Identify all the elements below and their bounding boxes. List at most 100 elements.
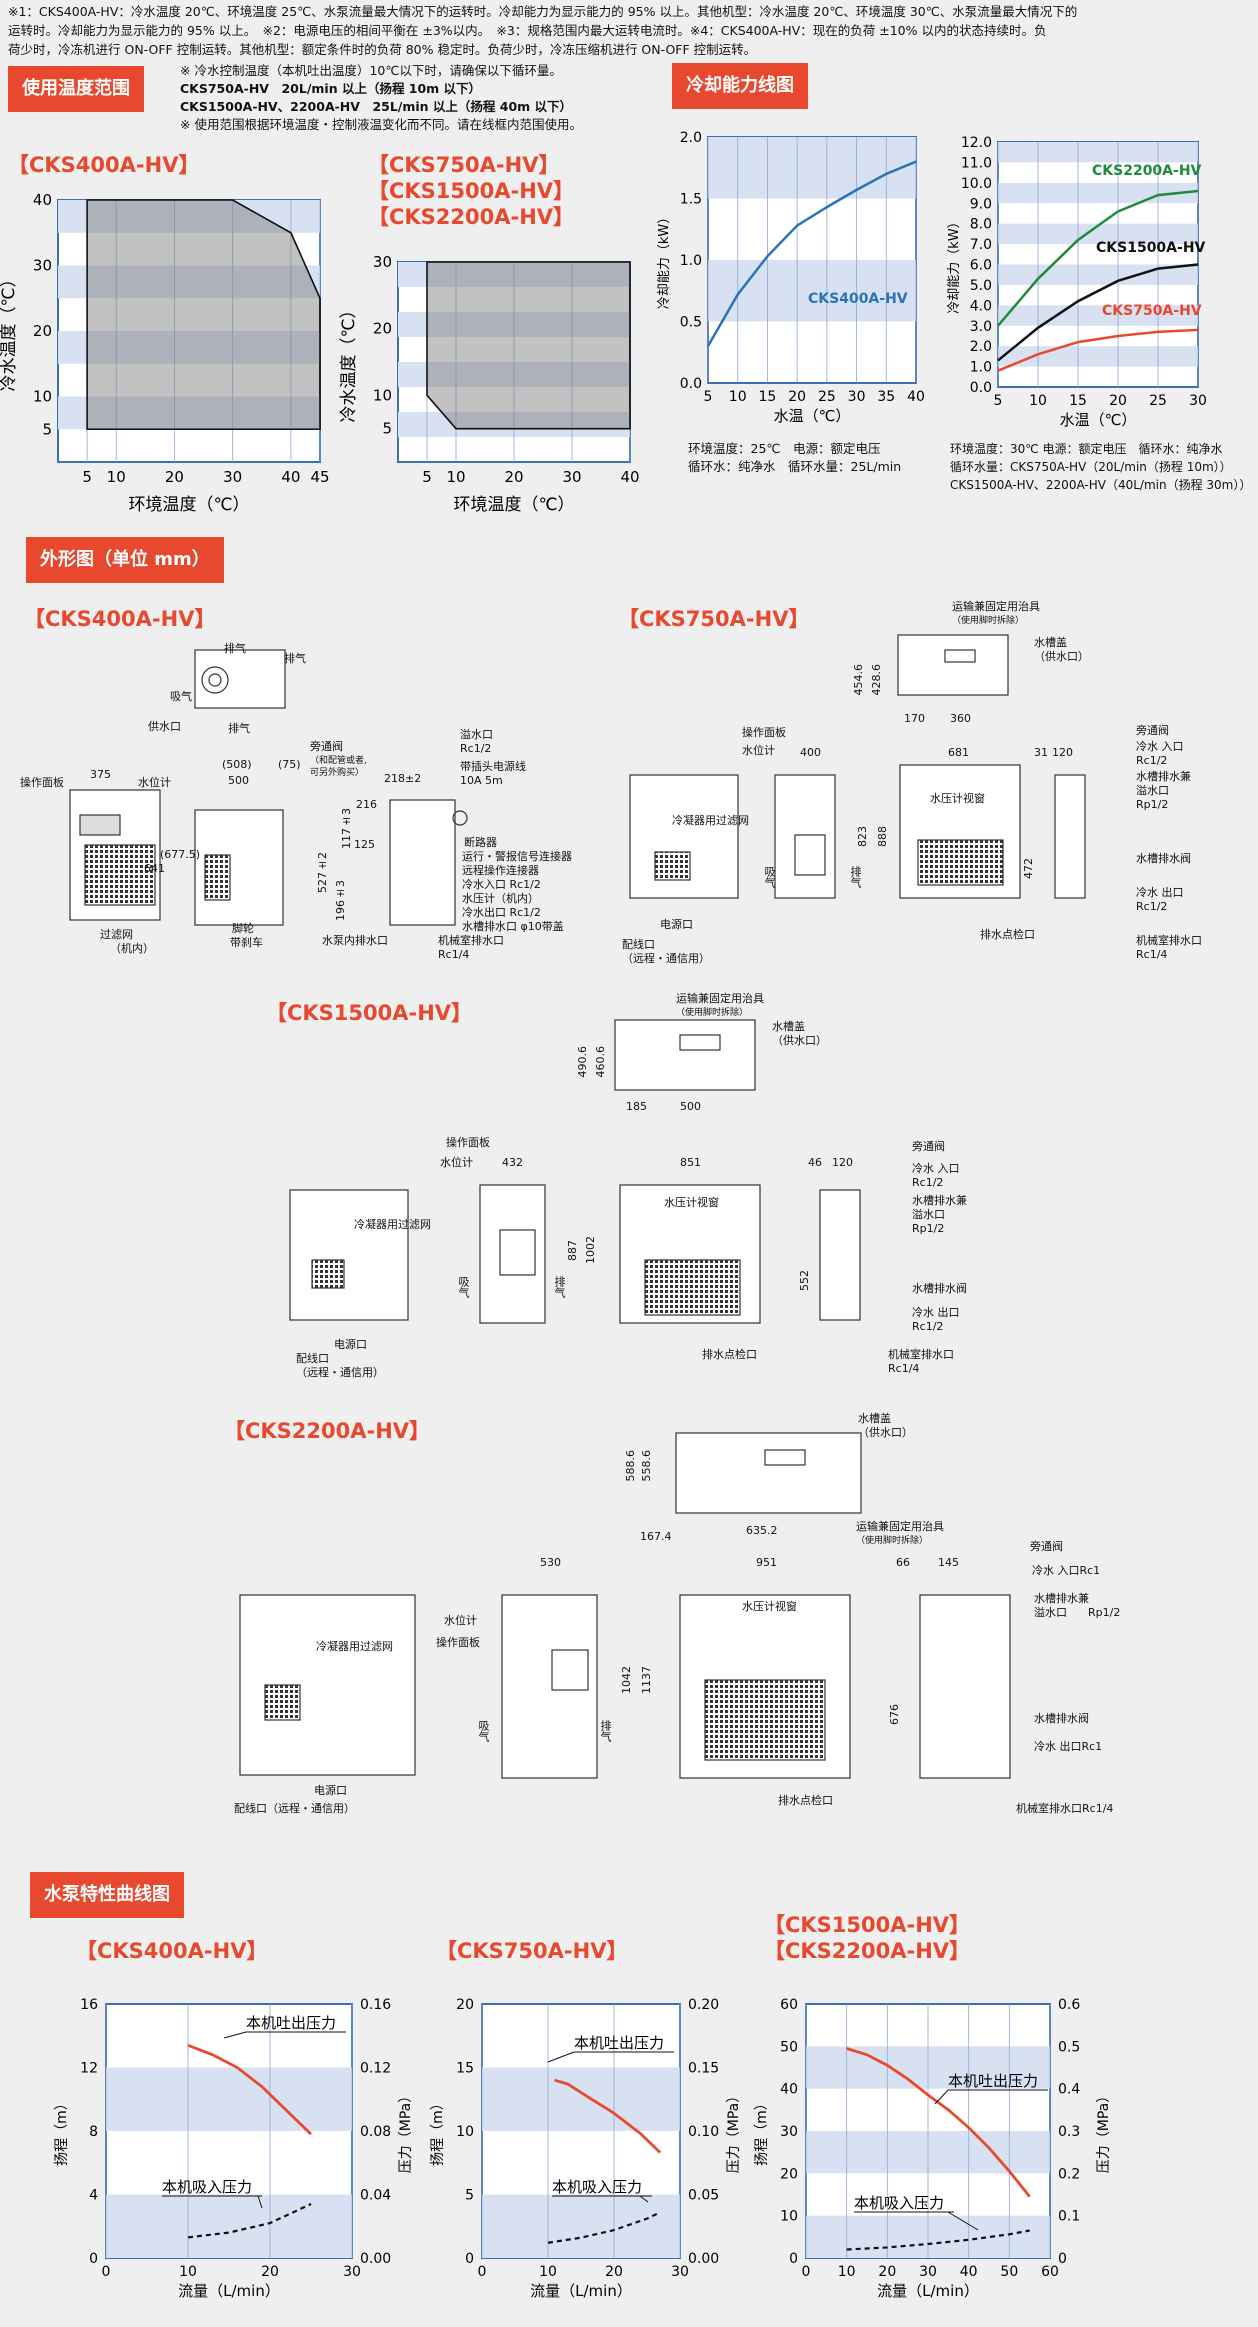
title-line: 【CKS2200A-HV】 xyxy=(368,205,575,229)
label-cw-in: 冷水 入口 xyxy=(1136,740,1184,753)
unit-right-view xyxy=(819,1189,861,1321)
label-cw-out: 冷水 出口Rc1 xyxy=(1034,1740,1103,1753)
band xyxy=(998,223,1198,245)
label-cw-in: 冷水 入口 xyxy=(912,1162,960,1175)
label-drain-check: 排水点检口 xyxy=(778,1794,833,1807)
unit-top-view xyxy=(675,1432,862,1514)
label-exhaust: 排气 xyxy=(599,1720,612,1742)
x-axis-label: 流量（L/min） xyxy=(877,2282,979,2300)
label-caster: 脚轮 xyxy=(232,922,254,935)
label-transport-jig: 运输兼固定用治具 xyxy=(676,992,764,1005)
x-tick-label: 30 xyxy=(848,389,866,405)
label-rc12: Rc1/2 xyxy=(1136,900,1168,913)
label-wiring-port: 配线口（远程・通信用） xyxy=(234,1802,355,1815)
pump-title: 【CKS1500A-HV】 【CKS2200A-HV】 xyxy=(764,1912,970,1964)
outline-drawings xyxy=(69,634,1086,1779)
label-level-gauge: 水位计 xyxy=(440,1156,473,1169)
dim: 635.2 xyxy=(746,1524,778,1537)
x-tick-label: 20 xyxy=(605,2264,623,2280)
x-tick-label: 30 xyxy=(343,2264,361,2280)
x-axis-label: 环境温度（℃） xyxy=(128,495,249,515)
band xyxy=(58,331,320,364)
x-tick-label: 10 xyxy=(729,389,747,405)
band xyxy=(58,265,320,299)
y-tick-label: 40 xyxy=(780,2082,798,2098)
x-tick-label: 15 xyxy=(759,389,777,405)
band xyxy=(998,142,1198,163)
label-power-port: 电源口 xyxy=(314,1784,347,1797)
y2-tick-label: 0.1 xyxy=(1058,2209,1080,2225)
label-bypass: 旁通阀 xyxy=(912,1140,945,1153)
dim: 125 xyxy=(354,838,375,851)
dim: 432 xyxy=(502,1156,523,1169)
label-overflow: 溢水口 xyxy=(1136,784,1169,797)
label-exhaust: 排气 xyxy=(849,866,862,888)
band xyxy=(708,137,916,199)
leader-line xyxy=(934,2089,949,2105)
x-tick-label: 20 xyxy=(788,389,806,405)
y-axis-label: 冷水温度（℃） xyxy=(339,301,359,422)
dim: 558.6 xyxy=(640,1450,653,1482)
label-intake: 吸气 xyxy=(457,1276,470,1298)
y2-tick-label: 0.15 xyxy=(688,2061,719,2077)
x-tick-label: 40 xyxy=(281,468,300,486)
series-label: 本机吸入压力 xyxy=(552,2178,642,2196)
series-line xyxy=(997,263,1199,362)
title-line: 【CKS750A-HV】 xyxy=(368,153,560,177)
band xyxy=(708,260,916,322)
dim: 552 xyxy=(798,1270,811,1291)
label-bypass: 旁通阀 xyxy=(1030,1540,1063,1553)
series-line xyxy=(187,2043,312,2136)
series-line xyxy=(547,2211,661,2244)
x-tick-label: 5 xyxy=(82,468,92,486)
x-tick-label: 35 xyxy=(877,389,895,405)
series-line xyxy=(997,189,1199,327)
x-tick-label: 20 xyxy=(878,2264,896,2280)
band xyxy=(998,346,1198,367)
x-tick-label: 10 xyxy=(446,468,465,486)
label-rp12: Rp1/2 xyxy=(1136,798,1169,811)
label-exhaust: 排气 xyxy=(553,1276,566,1298)
y-tick-label: 10 xyxy=(780,2209,798,2225)
y2-tick-label: 0.16 xyxy=(360,1997,391,2013)
label-tank-drain-overflow: 水槽排水兼 xyxy=(912,1194,967,1207)
label-rc12: Rc1/2 xyxy=(912,1320,944,1333)
y-tick-label: 30 xyxy=(373,253,392,271)
chart-title: 【CKS400A-HV】 xyxy=(8,153,200,177)
dim: 185 xyxy=(626,1100,647,1113)
chart-title: 【CKS750A-HV】 【CKS1500A-HV】 【CKS2200A-HV】 xyxy=(368,152,574,230)
footnote-line: 运转时。冷却能力为显示能力的 95% 以上。 ※2：电源电压的相间平衡在 ±3%… xyxy=(8,23,1047,38)
dim: 500 xyxy=(680,1100,701,1113)
y2-tick-label: 0.00 xyxy=(688,2251,719,2267)
label-tank-drain-overflow: 水槽排水兼 xyxy=(1136,770,1191,783)
y-tick-label: 4.0 xyxy=(970,298,992,314)
label-run-alarm-connector: 运行・警报信号连接器 xyxy=(462,850,572,863)
x-axis-label: 水温（℃） xyxy=(1060,411,1137,429)
dim: 681 xyxy=(948,746,969,759)
footnotes: ※1：CKS400A-HV：冷水温度 20℃、环境温度 25℃、水泵流量最大情况… xyxy=(8,2,1248,59)
label-tank-cover: 水槽盖 xyxy=(1034,636,1067,649)
dim: (75) xyxy=(278,758,301,771)
y2-tick-label: 0.2 xyxy=(1058,2166,1080,2182)
band xyxy=(58,396,320,430)
y2-tick-label: 0.05 xyxy=(688,2188,719,2204)
y-tick-label: 0.5 xyxy=(680,315,702,331)
y-axis-label: 冷却能力（kW） xyxy=(657,211,672,309)
series-label: CKS400A-HV xyxy=(808,291,908,307)
dim: 218±2 xyxy=(384,772,422,785)
y-axis-label: 冷水温度（℃） xyxy=(0,270,19,391)
model-title: 【CKS1500A-HV】 xyxy=(266,1001,473,1025)
series-line xyxy=(997,328,1199,372)
x-tick-label: 40 xyxy=(960,2264,978,2280)
y-tick-label: 10.0 xyxy=(961,176,992,192)
series-label: CKS750A-HV xyxy=(1102,303,1202,319)
label-tank-drain-valve: 水槽排水阀 xyxy=(912,1282,967,1295)
dim: 46 xyxy=(808,1156,822,1169)
y-tick-label: 60 xyxy=(780,1997,798,2013)
unit-front-view xyxy=(774,774,836,899)
y-tick-label: 2.0 xyxy=(970,339,992,355)
dim: 216 xyxy=(356,798,377,811)
label-rc14: Rc1/4 xyxy=(888,1362,920,1375)
y-tick-label: 5.0 xyxy=(970,278,992,294)
